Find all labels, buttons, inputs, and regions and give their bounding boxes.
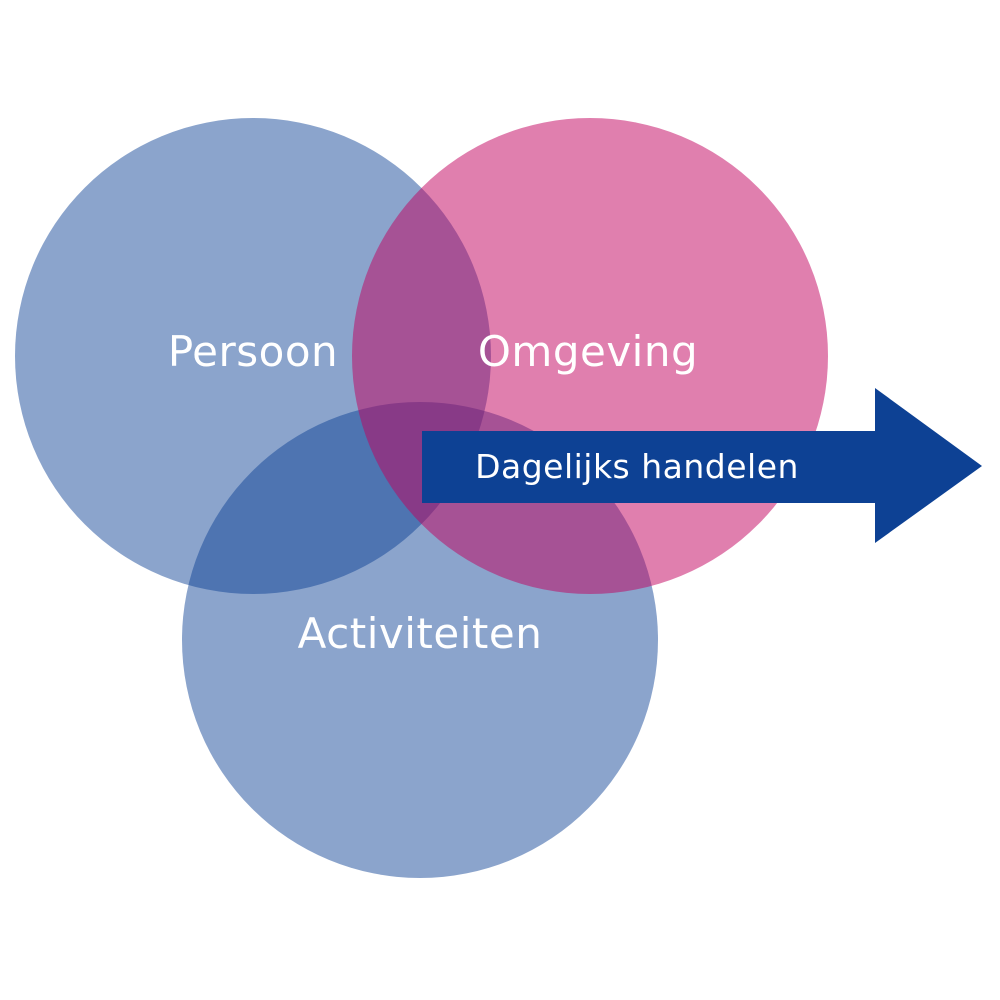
daily-action-arrow: [422, 388, 982, 543]
circle-label-activiteiten: Activiteiten: [298, 609, 543, 658]
circle-persoon: [15, 118, 491, 594]
circle-label-omgeving: Omgeving: [478, 327, 698, 376]
arrow-label: Dagelijks handelen: [475, 447, 799, 486]
circle-label-persoon: Persoon: [168, 327, 338, 376]
